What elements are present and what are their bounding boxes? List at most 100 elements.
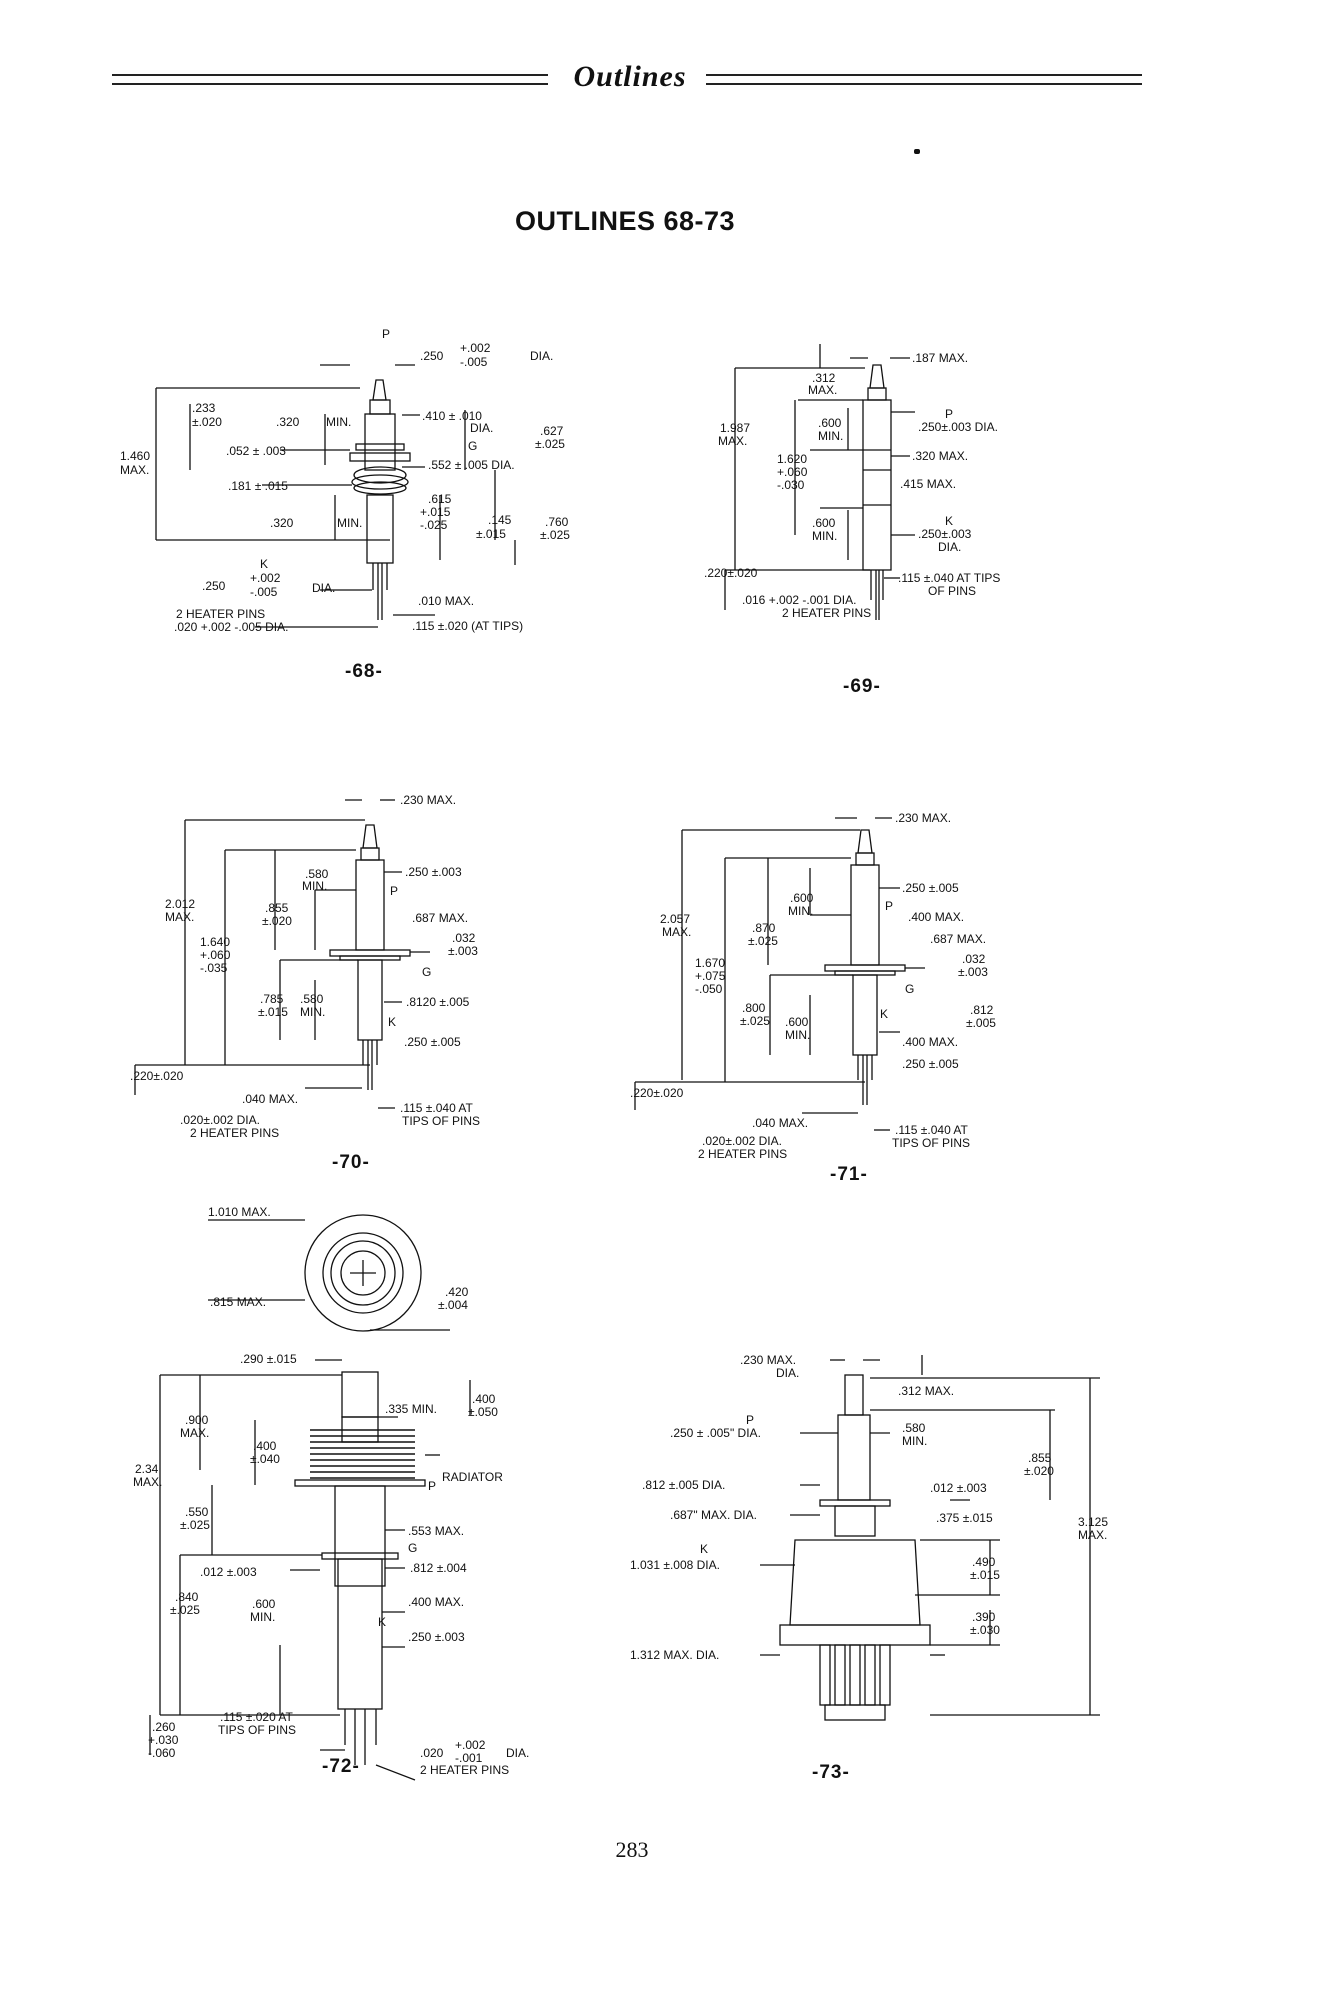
outline-71-label: -.050 [695,982,723,996]
outline-73-label: ±.015 [970,1568,1000,1582]
outline-72-label: MAX. [180,1426,209,1440]
outline-70-label: ±.003 [448,944,478,958]
outline-69-label: K [945,514,953,528]
outline-72-label: P [428,1479,436,1493]
outline-72-figure: 1.010 MAX. .815 MAX. .420 ±.004 .290 ±.0… [133,1205,529,1781]
outline-72-label: .812 ±.004 [410,1561,467,1575]
outline-68-label: ±.015 [476,527,506,541]
outline-70-label: .580 [300,992,324,1006]
outline-71-label: .870 [752,921,776,935]
header-title: Outlines [573,60,687,93]
outline-72-label: +.030 [148,1733,179,1747]
outline-72-label: +.002 [455,1738,486,1752]
outline-70-label: .580 [305,867,329,881]
outline-72-label: .400 [253,1439,277,1453]
outline-70-label: K [388,1015,396,1029]
outline-72-label: 1.010 MAX. [208,1205,271,1219]
outline-71-label: .687 MAX. [930,932,986,946]
outline-71-label: G [905,982,914,996]
outline-68-label: DIA. [470,421,493,435]
outline-68-label: .145 [488,513,512,527]
outline-70-label: ±.020 [262,914,292,928]
outline-71-label: .600 [790,891,814,905]
outline-68-label: +.015 [420,505,451,519]
outline-69-label: .220±.020 [704,566,758,580]
outline-71-label: .600 [785,1015,809,1029]
outline-69-label: .250±.003 DIA. [918,420,998,434]
outline-68-label: MIN. [326,415,351,429]
outline-68-label: -.025 [420,518,448,532]
outline-72-label: RADIATOR [442,1470,503,1484]
outline-71-label: .812 [970,1003,994,1017]
outline-72-label: MAX. [133,1475,162,1489]
outline-70-label: .032 [452,931,476,945]
outline-69-label: .600 [812,516,836,530]
outline-71-label: ±.025 [748,934,778,948]
outline-72-label: .840 [175,1590,199,1604]
outline-72-label: .815 MAX. [210,1295,266,1309]
outline-72-caption: -72- [322,1756,360,1777]
outline-73-label: .812 ±.005 DIA. [642,1478,725,1492]
page-title: OUTLINES 68-73 [514,206,736,236]
outline-71-label: TIPS OF PINS [892,1136,970,1150]
outline-71-label: ±.025 [740,1014,770,1028]
outline-68-label: P [382,327,390,341]
outline-68-label: ±.025 [535,437,565,451]
outline-70-label: .115 ±.040 AT [400,1101,474,1115]
header-rule-left [112,74,548,85]
outline-72-label: .020 [420,1746,444,1760]
outline-70-label: .020±.002 DIA. [180,1113,260,1127]
outline-71-label: .220±.020 [630,1086,684,1100]
outline-71-label: .230 MAX. [895,811,951,825]
outline-71-label: .250 ±.005 [902,881,959,895]
outline-68-label: .552 ± .005 DIA. [428,458,515,472]
outline-68-caption: -68- [345,661,383,682]
outline-70-label: ±.015 [258,1005,288,1019]
outline-70-label: P [390,884,398,898]
outline-70-label: .250 ±.003 [405,865,462,879]
outline-68-label: .115 ±.020 (AT TIPS) [412,619,523,633]
outline-73-caption: -73- [812,1762,850,1783]
outline-70-label: +.060 [200,948,231,962]
outline-72-label: .900 [185,1413,209,1427]
outline-68-label: .020 +.002 -.005 DIA. [174,620,288,634]
outline-73-label: ±.030 [970,1623,1000,1637]
outline-71-label: .115 ±.040 AT [895,1123,969,1137]
outline-68-figure: P .250 +.002 -.005 DIA. .233 ±.020 .320 … [120,327,570,682]
outline-72-label: .335 MIN. [385,1402,437,1416]
outline-72-label: K [378,1615,386,1629]
outline-72-label: .290 ±.015 [240,1352,297,1366]
outline-69-label: 2 HEATER PINS [782,606,871,620]
outline-71-label: .032 [962,952,986,966]
outline-69-label: MIN. [812,529,837,543]
outline-70-label: .230 MAX. [400,793,456,807]
outline-72-label: TIPS OF PINS [218,1723,296,1737]
outline-72-label: -.060 [148,1746,176,1760]
outline-68-label: .760 [545,515,569,529]
outline-68-label: ±.025 [540,528,570,542]
outline-68-label: .410 ± .010 [422,409,482,423]
outline-71-label: K [880,1007,888,1021]
outline-73-label: P [746,1413,754,1427]
outline-69-label: .312 [812,371,836,385]
outline-70-label: .040 MAX. [242,1092,298,1106]
outline-72-label: .550 [185,1505,209,1519]
outline-69-label: .016 +.002 -.001 DIA. [742,593,856,607]
outline-71-label: ±.003 [958,965,988,979]
outline-71-label: MIN. [788,904,813,918]
outline-70-label: .785 [260,992,284,1006]
outline-72-label: DIA. [506,1746,529,1760]
outline-72-label: .012 ±.003 [200,1565,257,1579]
outline-69-label: MIN. [818,429,843,443]
outline-68-label: K [260,557,268,571]
outline-69-label: OF PINS [928,584,976,598]
outline-70-label: .250 ±.005 [404,1035,461,1049]
outline-68-label: +.002 [250,571,281,585]
outline-73-label: .012 ±.003 [930,1481,987,1495]
outline-73-label: K [700,1542,708,1556]
outline-70-label: 2.012 [165,897,195,911]
outline-69-label: 1.987 [720,421,750,435]
outline-68-label: .615 [428,492,452,506]
outline-68-label: .250 [202,579,226,593]
outline-71-label: MIN. [785,1028,810,1042]
